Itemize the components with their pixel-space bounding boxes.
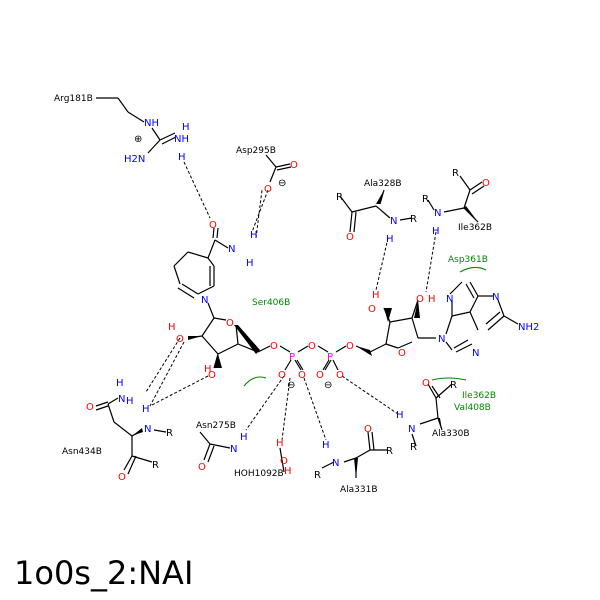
atom-nh-arg: NH (144, 118, 159, 129)
residue-label-ala328: Ala328B (364, 179, 402, 189)
atom-nh2-adenine: NH2 (518, 322, 539, 333)
atom-n-ala328: N (390, 216, 397, 227)
atom-r-ala330-n: R (410, 442, 417, 453)
atom-o-p2-b: O (336, 370, 344, 381)
atom-o-asp295-b: O (264, 184, 272, 195)
atom-o-5prime-left: O (270, 341, 278, 352)
atom-o-5prime-right: O (346, 341, 354, 352)
atom-o-ala330: O (422, 378, 430, 389)
hydrophobic-arc-ser406 (243, 376, 267, 387)
hydrophobic-arc-ile362-val408 (431, 377, 467, 381)
atom-o-ala328: O (346, 232, 354, 243)
atom-minus-p2: ⊖ (324, 380, 332, 391)
residue-label-ala330: Ala330B (432, 429, 470, 439)
atom-h-amide-a: H (250, 230, 258, 241)
hydrogen-bonds (145, 161, 437, 441)
atom-h-ala330: H (396, 410, 404, 421)
atom-n-pyridine: N (201, 295, 208, 306)
atom-h-ala328: H (386, 234, 394, 245)
atom-o-asn434-bb: O (118, 472, 126, 483)
atom-h-asn275: H (240, 432, 248, 443)
atom-h-arg: H (178, 152, 186, 163)
atom-n9-adenine: N (438, 334, 445, 345)
atom-h-2prime-right: H (372, 290, 380, 301)
residue-label-ser406: Ser406B (252, 298, 290, 308)
atom-n-ala331: N (332, 458, 339, 469)
atom-h-3prime-left: H (204, 364, 212, 375)
atom-r-ala331-c: R (386, 446, 393, 457)
atom-o-amide: O (209, 220, 217, 231)
atom-p2: P (327, 352, 333, 363)
residue-label-ile362-top: Ile362B (458, 223, 492, 233)
atom-h-ala331: H (322, 440, 330, 451)
atom-r-asn434-c: R (152, 460, 159, 471)
atom-o-p1-b: O (298, 370, 306, 381)
atom-r-ala328-c: R (336, 192, 343, 203)
atom-n-asn434-side: N (118, 394, 125, 405)
atom-n-asn434-bb: N (144, 424, 151, 435)
atom-r-ile362-c: R (452, 168, 459, 179)
atom-o-ile362: O (482, 178, 490, 189)
atom-n-ile362: N (434, 208, 441, 219)
atom-n-amide: N (228, 244, 235, 255)
atom-h-3prime-right: H (428, 294, 436, 305)
atom-r-ala328-n: R (410, 214, 417, 225)
residue-label-ile362-hyd: Ile362B (462, 391, 496, 401)
residue-label-asp295: Asp295B (236, 146, 276, 156)
atom-n1-adenine: N (492, 292, 499, 303)
covalent-bonds (95, 97, 519, 478)
residue-label-asp361: Asp361B (448, 255, 488, 265)
residue-label-arg181: Arg181B (54, 94, 93, 104)
residue-label-asn434: Asn434B (62, 447, 102, 457)
atom-o-p2-a: O (316, 370, 324, 381)
hydrophobic-arc-asp361 (459, 266, 487, 273)
atom-plus-charge: ⊕ (134, 134, 142, 145)
atom-h-asn434-a: H (116, 378, 124, 389)
atom-n-asn275: N (230, 444, 237, 455)
stereo-wedges (132, 190, 478, 478)
atom-n-ala330: N (408, 424, 415, 435)
atom-o-2prime-left: O (176, 334, 184, 345)
atom-p1: P (289, 352, 295, 363)
atom-r-asn434-n: R (166, 428, 173, 439)
atom-o-ribose-right: O (398, 348, 406, 359)
atom-o-asn275: O (198, 462, 206, 473)
atom-n7-adenine: N (472, 348, 479, 359)
atom-o-asp295-a: O (290, 160, 298, 171)
residue-label-val408: Val408B (454, 403, 491, 413)
atom-h-asn434-c: H (142, 404, 150, 415)
atom-r-ile362-n: R (422, 194, 429, 205)
atom-h-arg-top: H (182, 122, 190, 133)
atom-o-ribose-left: O (226, 318, 234, 329)
atom-h2n-arg: H2N (124, 154, 145, 165)
residue-label-hoh1092: HOH1092B (234, 469, 284, 479)
atom-h-2prime-left: H (168, 322, 176, 333)
diagram-title: 1o0s_2:NAI (14, 554, 193, 592)
atom-o-ala331: O (364, 424, 372, 435)
atom-o-hoh: O (280, 456, 288, 467)
atom-h-hoh-a: H (276, 438, 284, 449)
residue-label-asn275: Asn275B (196, 421, 236, 431)
atom-h-ile362: H (432, 226, 440, 237)
residue-label-ala331: Ala331B (340, 485, 378, 495)
atom-h-amide-b: H (246, 258, 254, 269)
atom-nh2-arg: NH (174, 134, 189, 145)
atom-h-hoh-b: H (284, 466, 292, 477)
atom-oh-3prime-right: O (416, 294, 424, 305)
atom-minus-p1: ⊖ (287, 380, 295, 391)
atom-o-2prime-right: O (368, 304, 376, 315)
atom-o-3prime-left: O (208, 370, 216, 381)
atom-o-p1-a: O (278, 370, 286, 381)
atom-r-ala331-n: R (314, 470, 321, 481)
atom-minus-asp295: ⊖ (278, 178, 286, 189)
hydrophobic-contacts (243, 266, 487, 387)
atom-r-ala330-c: R (450, 380, 457, 391)
atom-h-asn434-b: H (126, 396, 134, 407)
atom-n3-adenine: N (446, 294, 453, 305)
atom-o-asn434-side: O (86, 402, 94, 413)
atom-o-bridge: O (308, 341, 316, 352)
